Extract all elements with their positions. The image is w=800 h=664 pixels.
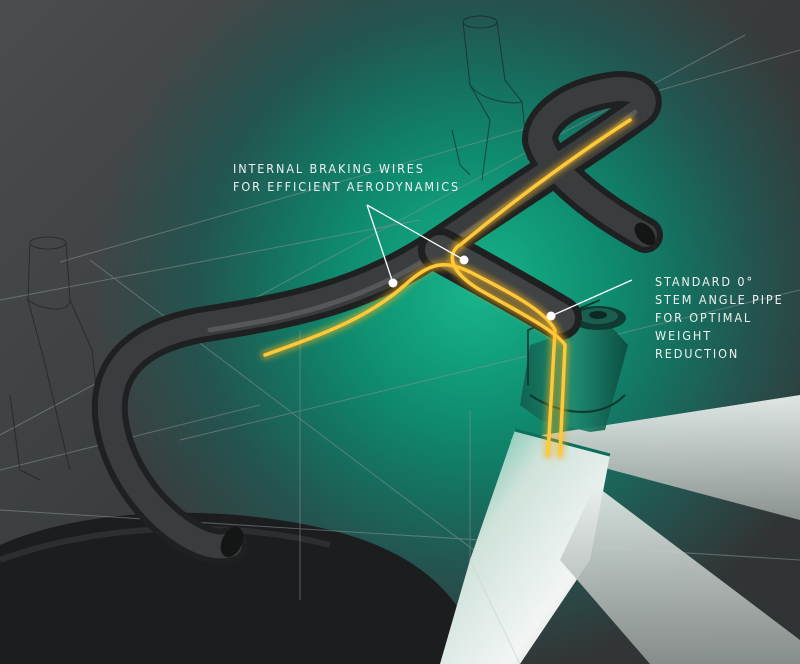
- bike-frame: [440, 395, 800, 664]
- callout-dot-left: [389, 279, 398, 288]
- callout-line: STEM ANGLE PIPE: [655, 291, 784, 309]
- callout-line: INTERNAL BRAKING WIRES: [233, 160, 460, 178]
- callout-braking-wires: INTERNAL BRAKING WIRES FOR EFFICIENT AER…: [233, 160, 460, 196]
- callout-dot-center: [460, 256, 469, 265]
- callout-line: FOR OPTIMAL: [655, 309, 784, 327]
- callout-stem-angle: STANDARD 0° STEM ANGLE PIPE FOR OPTIMAL …: [655, 273, 784, 363]
- sketch-brake-lever-top: [452, 16, 528, 180]
- callout-line: FOR EFFICIENT AERODYNAMICS: [233, 178, 460, 196]
- callout-dot-stem: [547, 312, 556, 321]
- callout-line: STANDARD 0°: [655, 273, 784, 291]
- callout-line: WEIGHT: [655, 327, 784, 345]
- sketch-brake-lever-left: [10, 237, 100, 480]
- callout-line: REDUCTION: [655, 345, 784, 363]
